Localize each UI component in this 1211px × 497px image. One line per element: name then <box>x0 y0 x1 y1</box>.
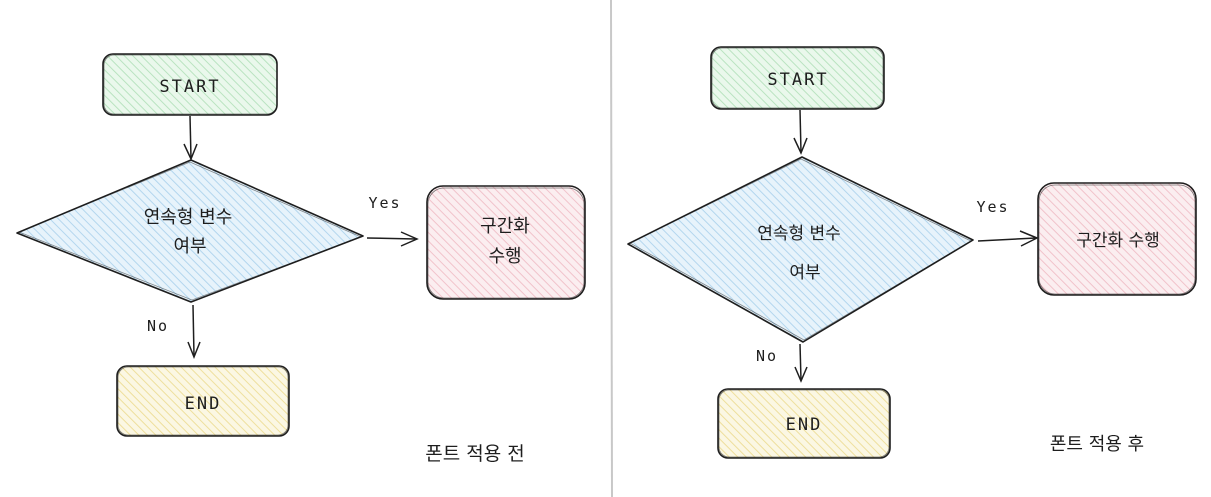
left-flowchart: START 연속형 변수 여부 Yes 구간화 수행 No <box>16 53 586 465</box>
process-label: 구간화 수행 <box>1076 231 1160 251</box>
caption-right: 폰트 적용 후 <box>1050 434 1144 455</box>
end-label: END <box>786 415 823 435</box>
arrow-yes <box>366 231 419 247</box>
end-label: END <box>185 394 222 414</box>
end-node[interactable]: END <box>717 388 891 459</box>
arrow-no <box>794 343 808 383</box>
decision-node[interactable]: 연속형 변수 여부 <box>16 159 364 303</box>
process-node[interactable]: 구간화 수행 <box>426 185 586 300</box>
yes-label: Yes <box>976 198 1009 216</box>
panel-divider <box>610 0 613 497</box>
right-flowchart: START 연속형 변수 여부 Yes 구간화 수행 No <box>627 46 1197 459</box>
no-label: No <box>756 347 778 365</box>
decision-node[interactable]: 연속형 변수 여부 <box>627 156 974 343</box>
caption-left: 폰트 적용 전 <box>425 443 524 465</box>
decision-label-line2: 여부 <box>789 263 820 283</box>
end-node[interactable]: END <box>116 365 290 437</box>
arrow-no <box>187 304 201 360</box>
yes-label: Yes <box>368 194 401 212</box>
start-node[interactable]: START <box>102 53 278 116</box>
no-label: No <box>147 317 169 335</box>
start-node[interactable]: START <box>710 46 885 110</box>
arrow-start-to-decision <box>183 115 198 161</box>
process-node[interactable]: 구간화 수행 <box>1037 182 1197 296</box>
arrow-yes <box>977 230 1039 247</box>
process-label-line2: 수행 <box>488 246 521 267</box>
arrow-start-to-decision <box>793 109 808 155</box>
decision-label-line1: 연속형 변수 <box>144 207 233 228</box>
start-label: START <box>159 77 220 97</box>
decision-label-line2: 여부 <box>173 236 206 257</box>
decision-label-line1: 연속형 변수 <box>757 224 841 244</box>
start-label: START <box>767 70 828 90</box>
process-label-line1: 구간화 <box>480 216 530 237</box>
